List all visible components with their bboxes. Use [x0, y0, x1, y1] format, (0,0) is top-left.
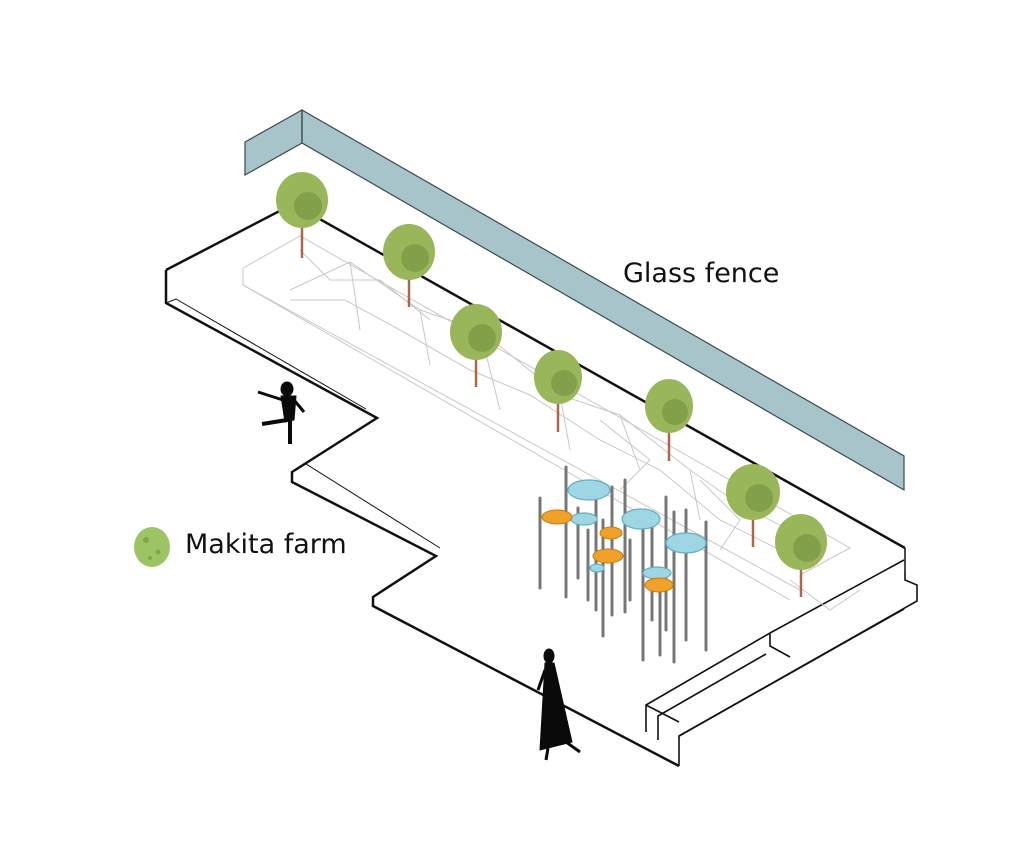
- end-bench: [645, 559, 918, 766]
- blue-disc: [621, 508, 661, 530]
- orange-disc: [541, 509, 573, 525]
- slab-step-line: [291, 463, 441, 549]
- blue-discs: [567, 479, 707, 580]
- tree: [645, 379, 693, 461]
- poles: [538, 465, 708, 664]
- tree: [534, 350, 582, 432]
- tree: [775, 514, 827, 597]
- blue-disc: [567, 479, 611, 501]
- makita-farm-label: Makita farm: [185, 529, 347, 560]
- glass-fence: [244, 108, 905, 492]
- orange-discs: [541, 509, 674, 593]
- floor-slab: [164, 202, 906, 768]
- tree: [276, 172, 328, 258]
- tree: [726, 464, 780, 547]
- tree: [383, 224, 435, 307]
- farm-legend-swatch: [134, 527, 170, 567]
- orange-disc: [592, 548, 624, 564]
- trees: [276, 172, 827, 597]
- orange-disc: [644, 577, 674, 593]
- slab-inner-line: [165, 298, 367, 410]
- glass-fence-end: [244, 108, 303, 177]
- orange-disc: [599, 526, 623, 540]
- figure-running: [257, 381, 306, 444]
- blue-disc: [589, 563, 605, 573]
- slab-top-edge: [164, 270, 680, 768]
- blue-disc: [642, 566, 672, 580]
- figure-walking: [536, 648, 581, 761]
- glass-fence-panel: [301, 108, 905, 492]
- glass-fence-label: Glass fence: [623, 258, 780, 289]
- blue-disc: [665, 532, 707, 554]
- tree: [450, 304, 502, 387]
- blue-disc: [570, 512, 598, 526]
